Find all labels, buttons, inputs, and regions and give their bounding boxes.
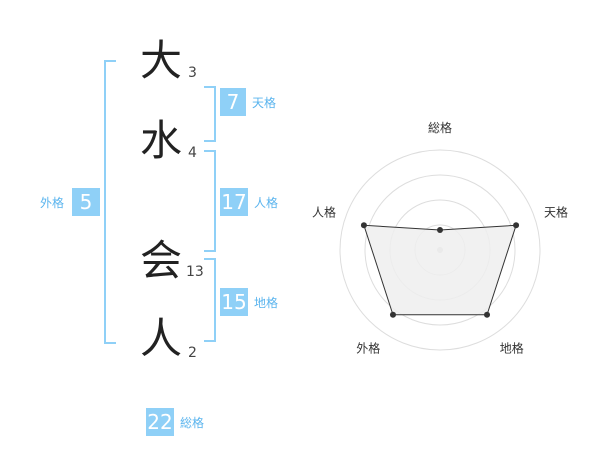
stroke-count-4: 2 (188, 345, 197, 361)
soukaku-label: 総格 (180, 416, 205, 430)
name-char-2: 水 (140, 116, 183, 165)
stroke-count-3: 13 (186, 264, 204, 280)
jinkaku-bracket (204, 150, 216, 252)
radar-point-1 (437, 227, 443, 233)
tenkaku-bracket (204, 86, 216, 142)
radar-axis-label: 総格 (428, 120, 452, 135)
name-char-4: 人 (140, 314, 183, 363)
jinkaku-label: 人格 (254, 196, 279, 210)
stroke-count-1: 3 (188, 65, 197, 81)
gaikaku-bracket (104, 60, 116, 344)
stroke-count-2: 4 (188, 145, 197, 161)
radar-axis-label: 地格 (500, 341, 524, 356)
radar-ring (339, 149, 541, 351)
gaikaku-label: 外格 (40, 196, 65, 210)
gaikaku-value: 5 (72, 188, 100, 216)
radar-ring (364, 174, 516, 326)
chikaku-label: 地格 (254, 296, 279, 310)
radar-point-4 (389, 311, 396, 318)
radar-axis-label: 人格 (312, 204, 336, 219)
radar-area (363, 224, 517, 316)
tenkaku-value: 7 (220, 88, 246, 116)
chikaku-value: 15 (220, 288, 248, 316)
tenkaku-label: 天格 (252, 96, 277, 110)
radar-point-3 (484, 311, 491, 318)
name-char-3: 会 (140, 236, 183, 285)
radar-point-2 (513, 222, 520, 229)
jinkaku-value: 17 (220, 188, 248, 216)
radar-axis-label: 外格 (356, 341, 380, 356)
chikaku-bracket (204, 258, 216, 342)
name-char-1: 大 (140, 36, 183, 85)
soukaku-value: 22 (146, 408, 174, 436)
radar-axis-label: 天格 (544, 204, 568, 219)
radar-point-5 (360, 222, 367, 229)
